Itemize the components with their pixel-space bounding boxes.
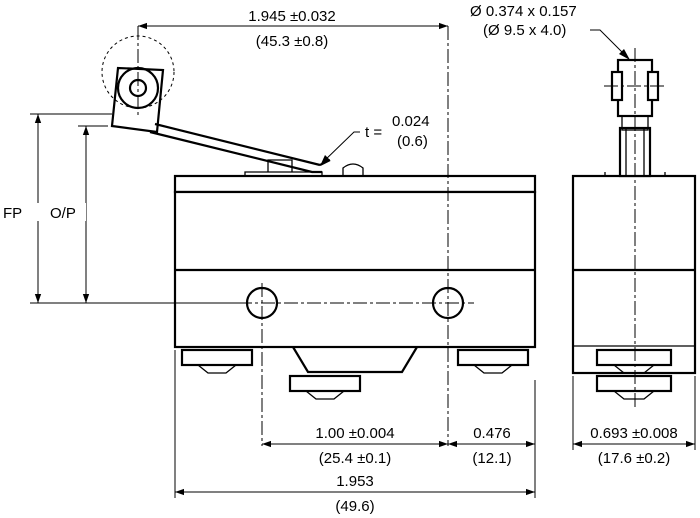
dim-overall-mm: (49.6) bbox=[335, 498, 374, 515]
dim-edge-inch: 0.476 bbox=[473, 425, 511, 442]
housing-top-cap bbox=[173, 174, 537, 194]
dim-edge-mm: (12.1) bbox=[472, 450, 511, 467]
dim-thickness-mm: (0.6) bbox=[397, 133, 428, 150]
side-housing bbox=[571, 174, 697, 375]
side-terminal-lower bbox=[595, 374, 673, 393]
dim-holes-inch: 1.00 ±0.004 bbox=[315, 425, 394, 442]
lever-arm bbox=[154, 122, 321, 167]
roller-bracket bbox=[110, 66, 165, 134]
dim-width-mm: (17.6 ±0.2) bbox=[598, 450, 670, 467]
terminal-left bbox=[180, 348, 254, 374]
side-view bbox=[571, 48, 697, 410]
dim-thickness-inch: 0.024 bbox=[392, 113, 430, 130]
dim-holes-mm: (25.4 ±0.1) bbox=[319, 450, 391, 467]
rivet-stud bbox=[342, 163, 364, 176]
dim-width-inch: 0.693 ±0.008 bbox=[590, 425, 677, 442]
label-fp: FP bbox=[3, 205, 22, 222]
label-op: O/P bbox=[50, 205, 76, 222]
dim-thickness-prefix: t = bbox=[365, 124, 382, 141]
side-terminal-upper bbox=[595, 348, 673, 367]
dim-roller-mm: (Ø 9.5 x 4.0) bbox=[483, 22, 566, 39]
dim-lever-mm: (45.3 ±0.8) bbox=[256, 33, 328, 50]
lever-arm-lower bbox=[149, 130, 322, 174]
dim-lever-inch: 1.945 ±0.032 bbox=[248, 8, 335, 25]
dim-roller-inch: Ø 0.374 x 0.157 bbox=[470, 3, 577, 20]
terminal-center bbox=[288, 374, 362, 400]
front-view bbox=[101, 26, 537, 446]
bottom-notch bbox=[292, 346, 418, 374]
plunger-boss bbox=[244, 171, 323, 176]
dim-overall-inch: 1.953 bbox=[336, 473, 374, 490]
terminal-right bbox=[456, 348, 530, 374]
